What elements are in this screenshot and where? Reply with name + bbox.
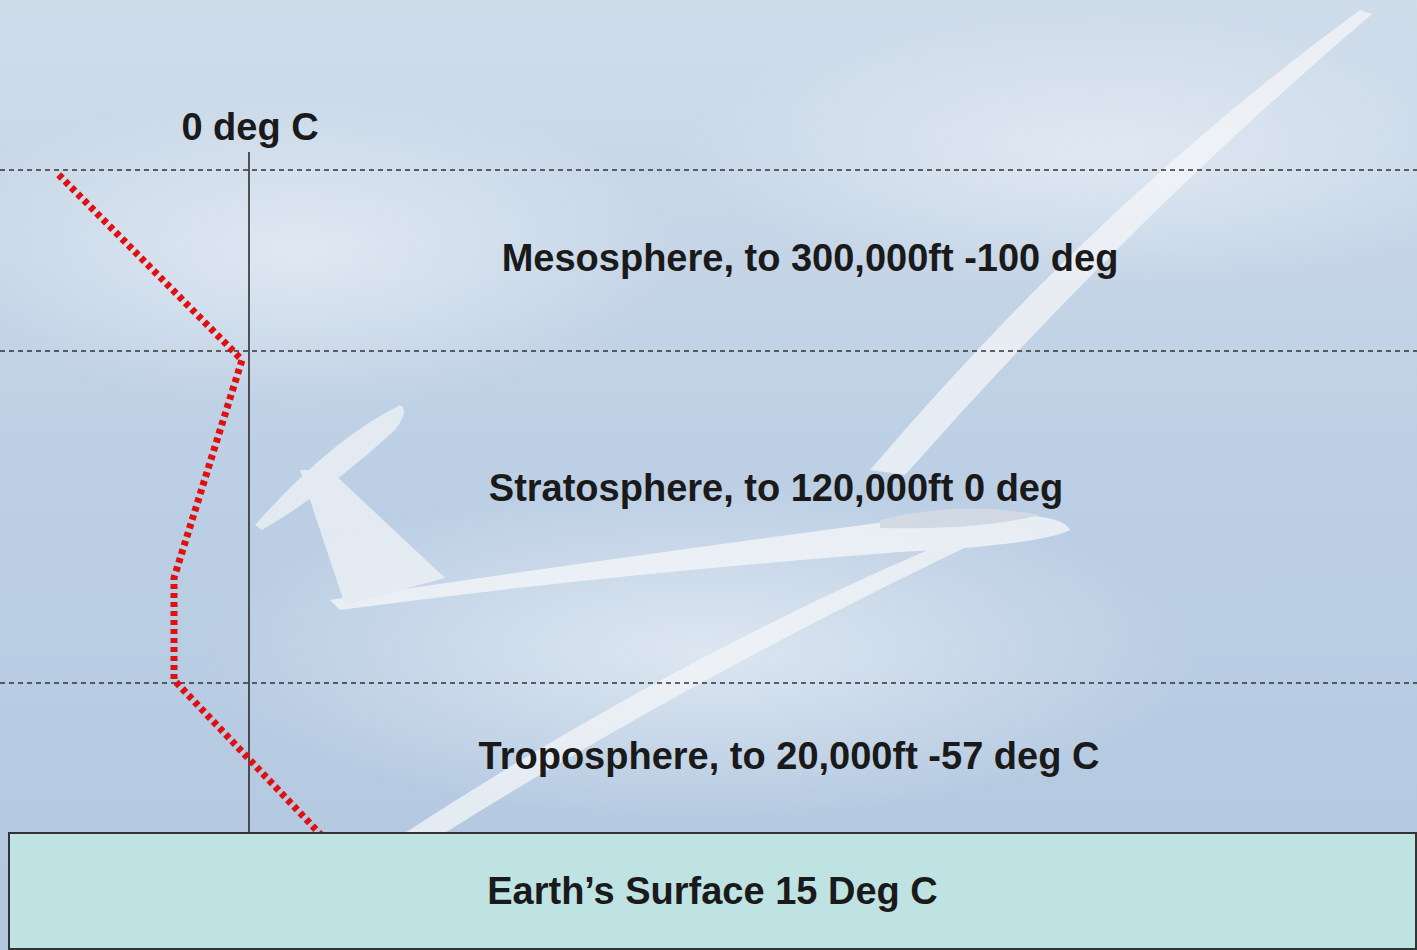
zero-axis: [248, 152, 250, 832]
layer-boundary: [0, 169, 1417, 171]
layer-boundary: [0, 682, 1417, 684]
layer-label: Mesosphere, to 300,000ft -100 deg: [310, 237, 1310, 281]
glider-illustration: [255, 10, 1372, 836]
axis-label: 0 deg C: [100, 106, 400, 150]
layer-label: Stratosphere, to 120,000ft 0 deg: [276, 467, 1276, 511]
surface-band: Earth’s Surface 15 Deg C: [8, 832, 1417, 950]
layer-boundary: [0, 350, 1417, 352]
layer-label: Troposphere, to 20,000ft -57 deg C: [289, 735, 1289, 779]
temperature-profile: [57, 173, 322, 836]
surface-label: Earth’s Surface 15 Deg C: [487, 870, 938, 913]
